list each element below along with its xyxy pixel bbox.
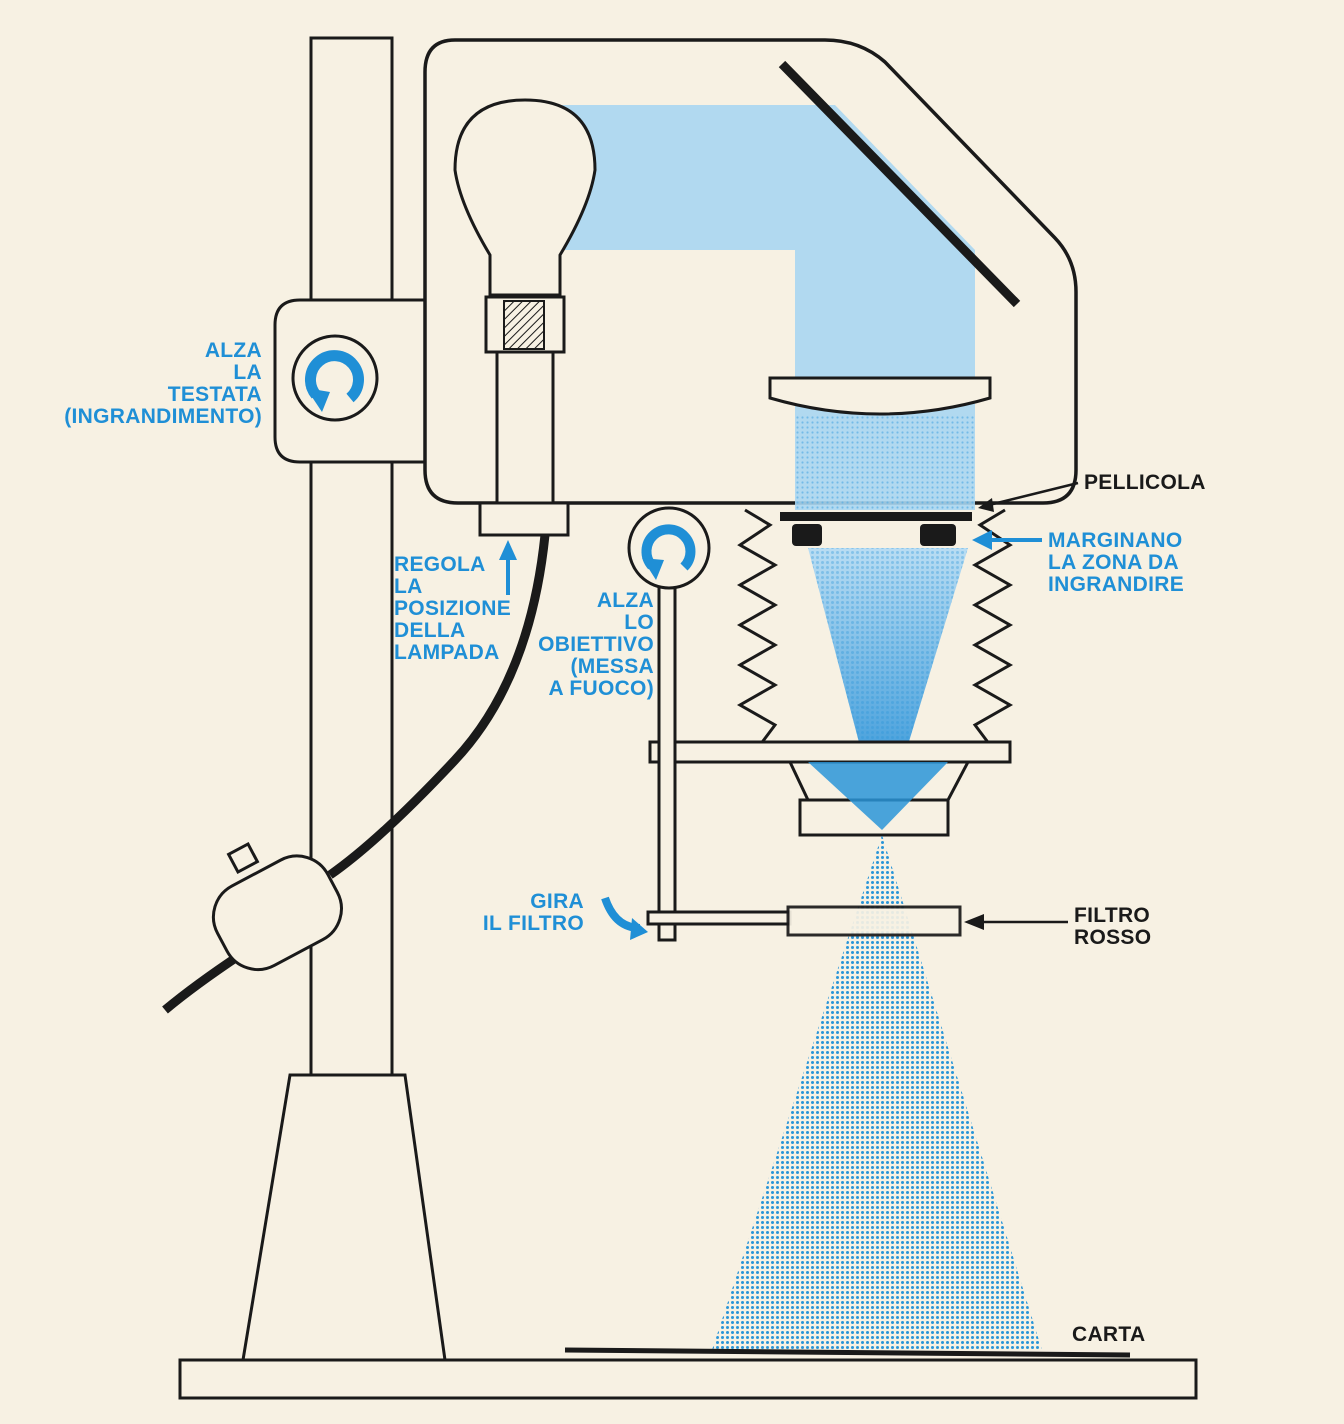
label-regola-lampada: REGOLA LA POSIZIONE DELLA LAMPADA: [394, 553, 512, 664]
mirror: [778, 60, 1021, 308]
rotate-arrow-icon: [304, 350, 364, 403]
label-alza-obiettivo: ALZA LO OBIETTIVO (MESSA A FUOCO): [538, 589, 654, 700]
condenser-lens: [768, 376, 992, 416]
label-gira-filtro: GIRA IL FILTRO: [482, 890, 584, 935]
mask-left: [792, 524, 822, 546]
lamp-stem: [495, 350, 555, 507]
red-filter: [786, 905, 962, 937]
power-switch: [211, 854, 343, 972]
label-filtro-rosso: FILTRO ROSSO: [1074, 904, 1152, 949]
label-alza-testata: ALZA LA TESTATA (INGRANDIMENTO): [64, 339, 262, 428]
paper: [564, 1347, 1131, 1358]
label-carta: CARTA: [1072, 1323, 1146, 1346]
label-pellicola: PELLICOLA: [1084, 471, 1206, 494]
bellows-right: [971, 508, 1014, 746]
mask-right: [920, 524, 956, 546]
filter-arm: [646, 910, 792, 926]
power-cable: [327, 534, 550, 879]
bulb-icon: [453, 98, 597, 297]
lens-board: [648, 740, 1012, 764]
pellicola-arrow: [984, 481, 1079, 508]
film-carrier: [780, 512, 972, 521]
column-foot: [241, 1073, 447, 1362]
focus-rod: [657, 583, 677, 942]
label-marginano: MARGINANO LA ZONA DA INGRANDIRE: [1048, 529, 1185, 596]
bellows-left: [736, 508, 779, 746]
lamp-adjust-knob: [478, 501, 570, 537]
projection-cone-lower: [712, 835, 1042, 1350]
baseboard: [178, 1358, 1198, 1400]
focus-knob: [627, 506, 711, 590]
